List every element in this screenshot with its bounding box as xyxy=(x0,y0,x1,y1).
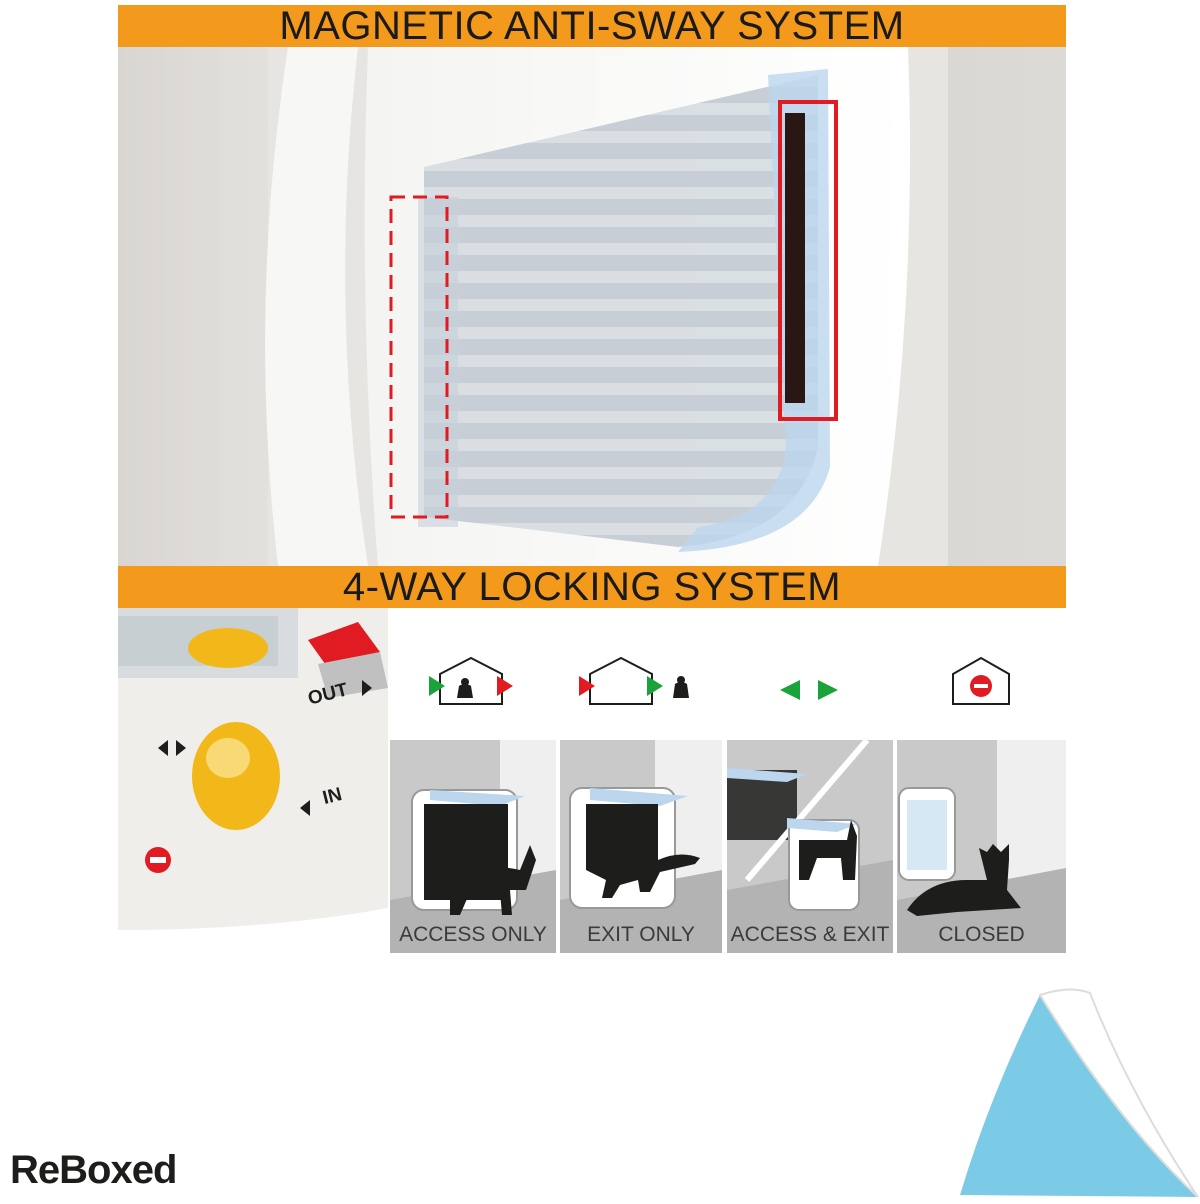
closed-cat-icon xyxy=(897,740,1066,953)
cat-flap-photo xyxy=(118,47,1066,566)
mode-exit-only: EXIT ONLY xyxy=(560,740,722,953)
closed-icon xyxy=(935,656,1055,712)
mode-closed-label: CLOSED xyxy=(938,923,1025,946)
reboxed-logo: ReBoxed xyxy=(10,1148,177,1192)
cat-flap-illustration xyxy=(265,47,948,566)
banner-locking-system: 4-WAY LOCKING SYSTEM xyxy=(118,564,1066,609)
access-exit-cat-icon xyxy=(727,740,893,953)
banner-locking-system-text: 4-WAY LOCKING SYSTEM xyxy=(342,564,842,609)
mode-access-exit-label: ACCESS & EXIT xyxy=(730,923,890,946)
access-only-cat-icon xyxy=(390,740,556,953)
exit-only-icon xyxy=(575,656,695,712)
lock-dial-illustration xyxy=(118,608,388,930)
access-only-icon xyxy=(425,656,545,712)
page-curl-decoration xyxy=(930,975,1200,1200)
banner-anti-sway-text: MAGNETIC ANTI-SWAY SYSTEM xyxy=(279,3,905,48)
lock-dial-photo: OUT IN xyxy=(118,608,388,930)
banner-anti-sway: MAGNETIC ANTI-SWAY SYSTEM xyxy=(118,3,1066,48)
access-exit-icon xyxy=(770,656,890,712)
mode-closed: CLOSED xyxy=(897,740,1066,953)
mode-exit-only-label: EXIT ONLY xyxy=(587,923,695,946)
mode-access-only: ACCESS ONLY xyxy=(390,740,556,953)
mode-access-only-label: ACCESS ONLY xyxy=(399,923,547,946)
mode-access-exit: ACCESS & EXIT xyxy=(727,740,893,953)
exit-only-cat-icon xyxy=(560,740,722,953)
